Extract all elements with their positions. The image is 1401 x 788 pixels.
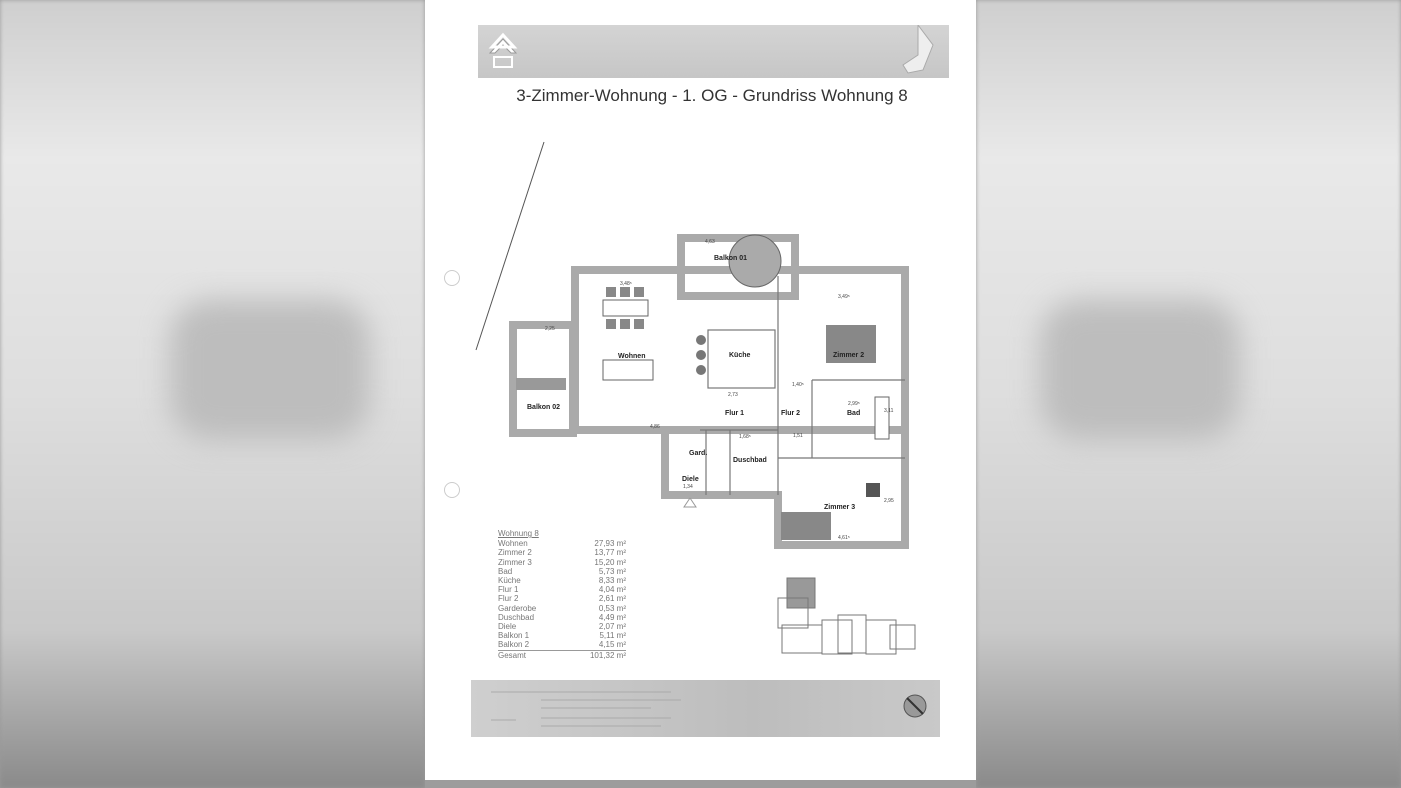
dimension-label: 2,73: [728, 392, 738, 398]
furniture: [516, 234, 890, 540]
footer-banner: [471, 680, 940, 737]
document-title: 3-Zimmer-Wohnung - 1. OG - Grundriss Woh…: [516, 86, 908, 105]
punch-hole: [444, 270, 460, 286]
dimension-label: 3,49⁵: [838, 294, 850, 300]
dimension-label: 1,51: [793, 433, 803, 439]
dimension-label: 2,99⁵: [848, 401, 860, 407]
dimension-label: 4,61⁵: [838, 535, 850, 541]
dimension-label: 4,63: [705, 239, 715, 245]
room-label-diele: Diele: [682, 476, 699, 483]
page-edge: [425, 780, 976, 788]
room-label-duschbad: Duschbad: [733, 457, 767, 464]
room-label-balkon-01: Balkon 01: [714, 255, 747, 262]
room-label-zimmer-2: Zimmer 2: [833, 352, 864, 359]
dimension-label: 1,34: [683, 484, 693, 490]
room-label-zimmer-3: Zimmer 3: [824, 504, 855, 511]
room-label-flur-1: Flur 1: [725, 410, 744, 417]
dimension-label: 4,86: [650, 424, 660, 430]
site-plan-key: [777, 577, 916, 655]
room-label-garderobe: Gard.: [689, 450, 707, 457]
dimension-label: 1,68⁵: [739, 434, 751, 440]
room-label-kueche: Küche: [729, 352, 751, 359]
punch-hole: [444, 482, 460, 498]
dimension-label: 2,25: [545, 326, 555, 332]
dimension-label: 2,95: [884, 498, 894, 504]
background-blur: [1040, 300, 1240, 440]
dimension-label: 3,11: [884, 408, 894, 414]
room-label-wohnen: Wohnen: [618, 353, 645, 360]
compass-logo-icon: [491, 691, 927, 727]
dimension-label: 3,48⁵: [620, 281, 632, 287]
header-banner: [478, 23, 949, 78]
area-table-heading: Wohnung 8: [498, 529, 539, 538]
background-blur: [170, 300, 370, 440]
room-label-balkon-02: Balkon 02: [527, 404, 560, 411]
room-label-bad: Bad: [847, 410, 860, 417]
house-logo-icon: [488, 23, 934, 74]
room-label-flur-2: Flur 2: [781, 410, 800, 417]
dimension-label: 1,40⁵: [792, 382, 804, 388]
